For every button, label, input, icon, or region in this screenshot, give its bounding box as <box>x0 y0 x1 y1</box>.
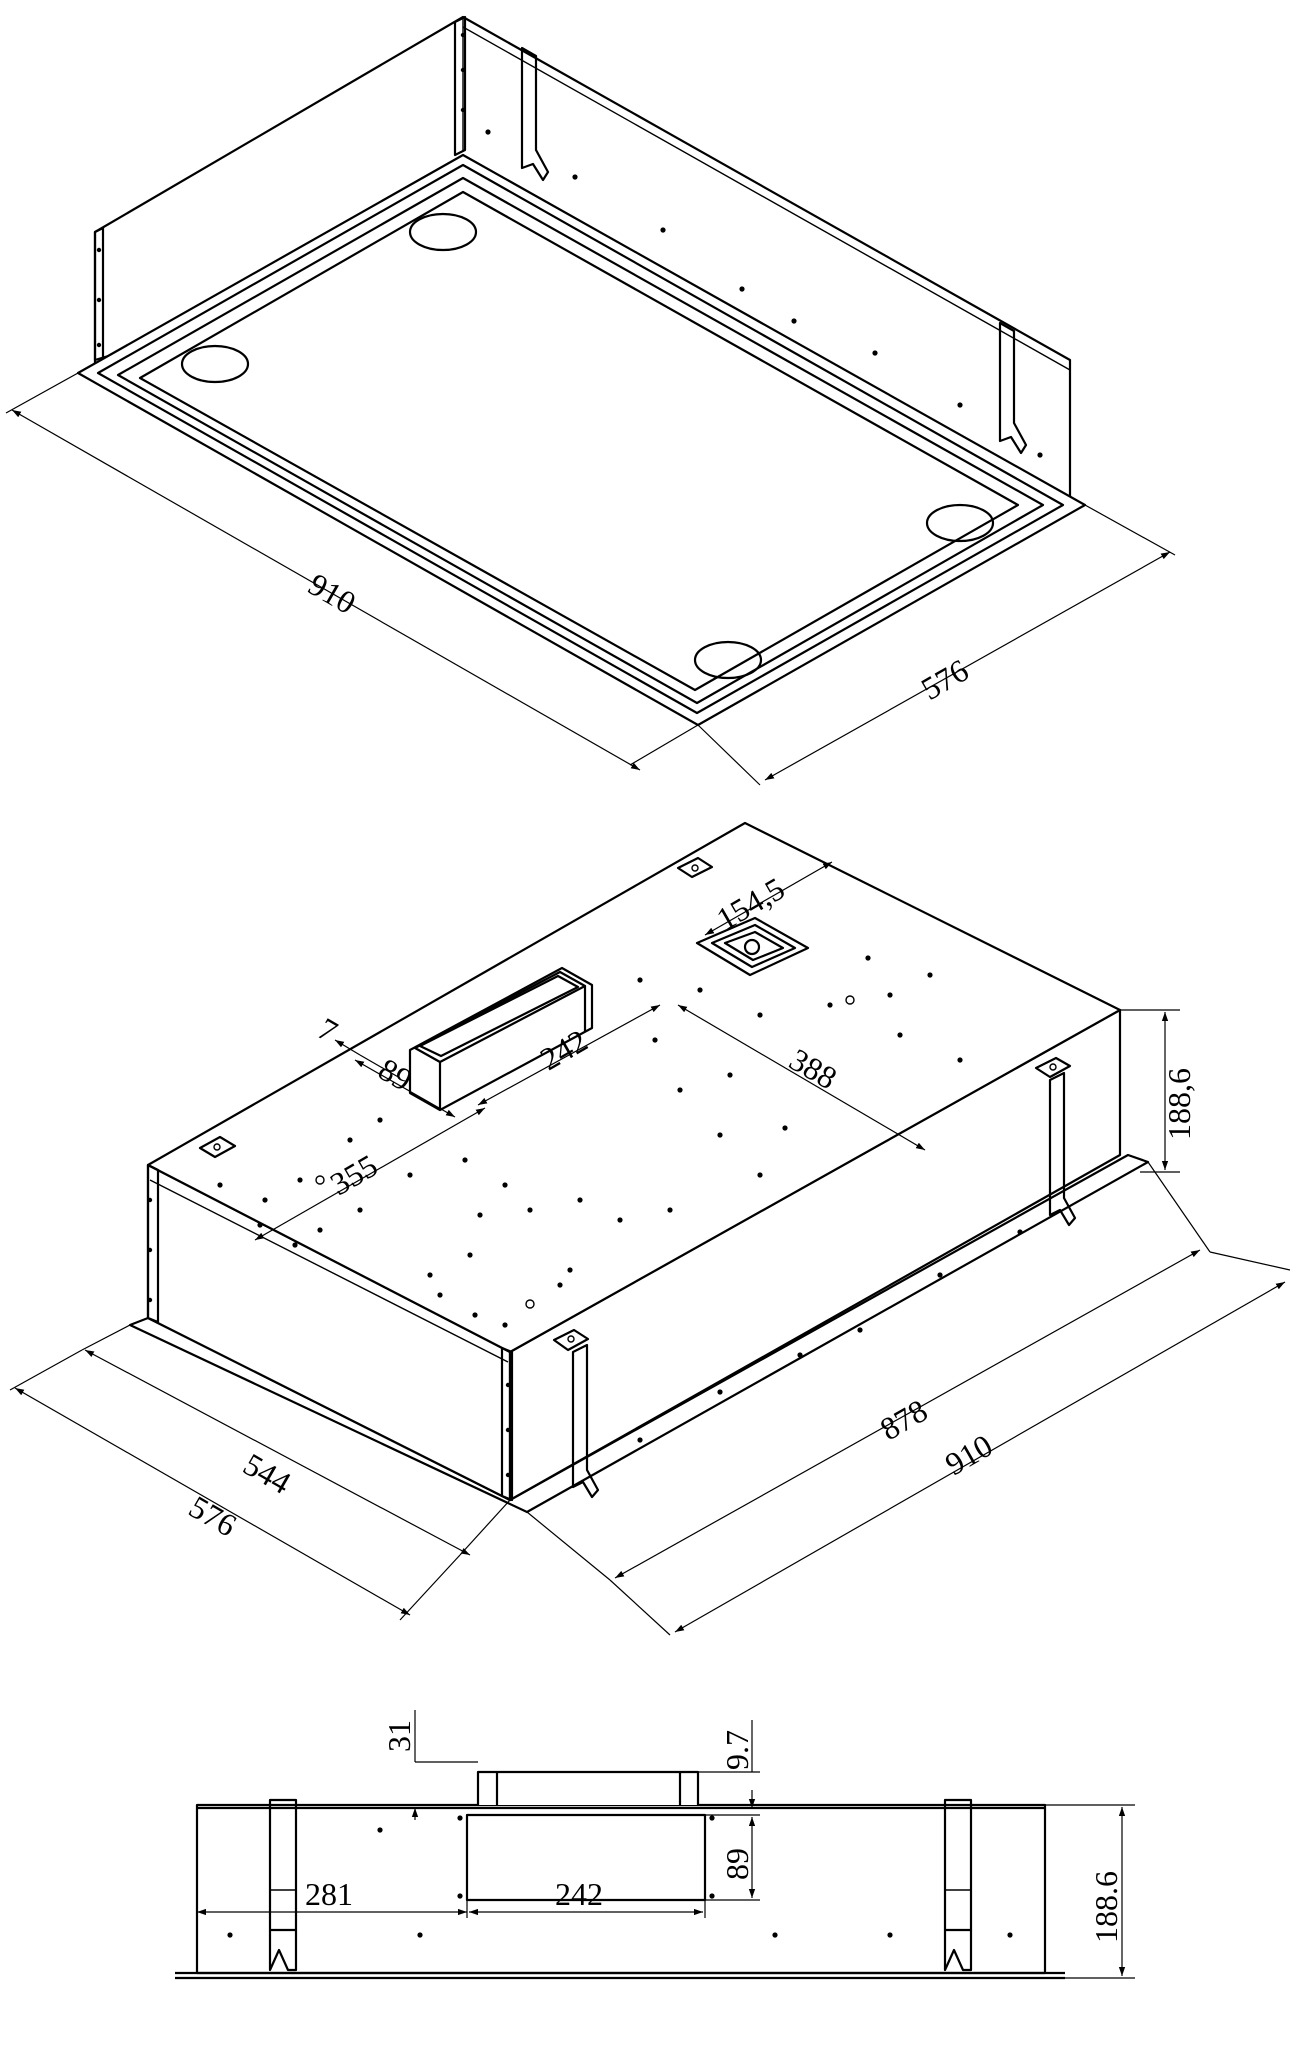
side-bracket-left <box>268 1798 298 1972</box>
dimension-height: 188,6 <box>1120 1009 1197 1173</box>
side-view: 31 9.7 89 281 242 <box>175 1710 1135 1980</box>
mounting-bracket <box>520 46 550 182</box>
dim-label-281: 281 <box>305 1876 353 1912</box>
dimension-outlet-length-side: 242 <box>466 1876 706 1918</box>
dim-label-9-7: 9.7 <box>719 1730 755 1770</box>
dimension-side-height: 188.6 <box>1045 1804 1135 1979</box>
bottom-view: 910 576 <box>5 15 1176 786</box>
dim-label-910: 910 <box>303 566 363 621</box>
mounting-bracket <box>998 321 1028 455</box>
dim-label-188-6: 188.6 <box>1088 1871 1124 1943</box>
dim-label-576: 576 <box>183 1488 243 1543</box>
dim-label-89: 89 <box>719 1848 755 1880</box>
dim-label-242: 242 <box>555 1876 603 1912</box>
dim-label-31: 31 <box>381 1720 417 1752</box>
dim-label-576: 576 <box>915 652 975 707</box>
dimension-outlet-offset: 281 <box>197 1876 467 1916</box>
dim-label-910: 910 <box>939 1427 999 1482</box>
dimension-outlet-gap: 9.7 <box>698 1720 760 1808</box>
side-bracket-right <box>943 1798 973 1972</box>
bracket-tab <box>552 1328 590 1352</box>
dim-label-188-6: 188,6 <box>1161 1068 1197 1140</box>
bracket-tab <box>1034 1056 1072 1079</box>
dim-label-878: 878 <box>874 1392 934 1447</box>
dimension-outlet-depth: 89 <box>705 1814 760 1901</box>
dim-label-544: 544 <box>238 1446 298 1501</box>
dimension-outlet-height: 31 <box>381 1710 478 1820</box>
top-view: 7 89 242 355 388 154,5 <box>9 821 1291 1636</box>
bracket-tab <box>198 1135 237 1159</box>
dim-label-7: 7 <box>312 1010 344 1049</box>
